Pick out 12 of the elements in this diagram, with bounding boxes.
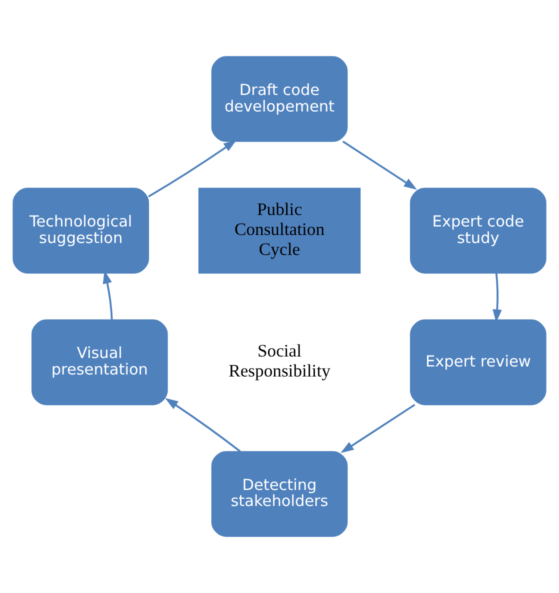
- node-box: Draft code developement: [211, 56, 348, 142]
- arrow: [148, 140, 237, 198]
- node-box: Visual presentation: [31, 319, 168, 406]
- node-box: Technological suggestion: [12, 188, 150, 274]
- node-box: Expert code study: [410, 188, 546, 274]
- node-box: Detecting stakeholders: [211, 451, 348, 537]
- arrow: [342, 140, 418, 190]
- label: Social Responsibility: [228, 340, 330, 380]
- arrow: [340, 404, 416, 454]
- arrow: [164, 398, 241, 452]
- node-box: Expert review: [410, 319, 546, 406]
- node-box: Public Consultation Cycle: [198, 188, 361, 274]
